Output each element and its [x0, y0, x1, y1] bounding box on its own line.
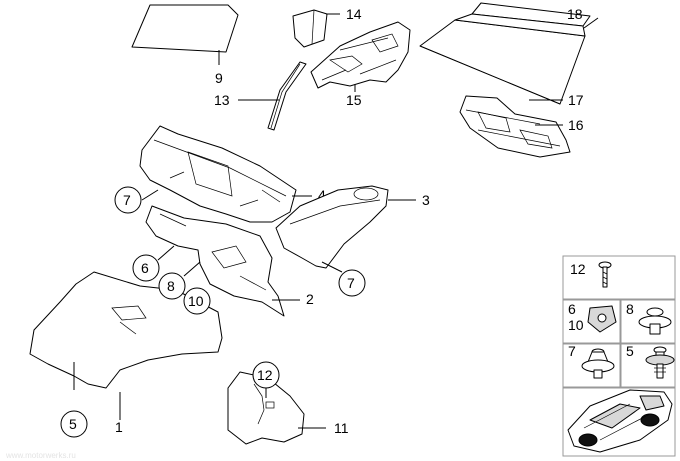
callout-9: 9 — [215, 70, 223, 86]
svg-text:8: 8 — [167, 278, 175, 294]
part-15-insulation: 15 — [310, 21, 411, 108]
callout-18: 18 — [567, 6, 583, 22]
part-1-floor-mat: 1 — [29, 271, 223, 435]
callout-15: 15 — [346, 92, 362, 108]
svg-text:7: 7 — [568, 343, 576, 359]
push-clip-icon — [638, 307, 672, 335]
callout-4: 4 — [318, 187, 326, 203]
svg-text:10: 10 — [568, 317, 584, 333]
callout-14: 14 — [346, 6, 362, 22]
expansion-rivet-icon — [581, 348, 615, 379]
part-11-arch: 11 — [227, 371, 349, 445]
callout-6: 6 — [132, 245, 175, 282]
fastener-cell-12 — [562, 255, 676, 300]
car-location-icon — [567, 389, 673, 453]
part-9-pad: 9 — [131, 4, 239, 86]
part-2-firewall: 2 — [145, 205, 314, 317]
svg-text:5: 5 — [626, 343, 634, 359]
callout-2: 2 — [306, 291, 314, 307]
svg-text:12: 12 — [570, 261, 586, 277]
svg-text:6: 6 — [141, 260, 149, 276]
callout-13: 13 — [214, 92, 230, 108]
watermark-text: www.motorwerks.ru — [5, 451, 76, 460]
fastener-panel: 12 6 10 8 7 5 — [562, 255, 676, 457]
part-3-tunnel: 3 — [275, 185, 430, 269]
part-18-17-roof-liner: 18 17 — [419, 2, 599, 108]
callout-11: 11 — [334, 420, 349, 436]
clip-nut-icon — [587, 305, 617, 333]
svg-text:5: 5 — [69, 416, 77, 432]
callout-1: 1 — [115, 419, 123, 435]
callout-7-left: 7 — [114, 186, 159, 214]
callout-3: 3 — [422, 192, 430, 208]
svg-text:12: 12 — [257, 367, 273, 383]
callout-12: 12 — [252, 361, 280, 389]
part-16-deck: 16 — [459, 95, 584, 158]
svg-text:7: 7 — [347, 275, 355, 291]
part-13-strip: 13 — [214, 61, 307, 131]
callout-10: 10 — [183, 287, 211, 315]
screw-icon — [598, 261, 612, 288]
fir-tree-clip-icon — [645, 346, 675, 379]
callout-17: 17 — [568, 92, 584, 108]
svg-text:10: 10 — [188, 293, 204, 309]
callout-16: 16 — [568, 117, 584, 133]
svg-text:7: 7 — [123, 192, 131, 208]
callout-5: 5 — [60, 410, 88, 438]
part-4-bulkhead: 4 — [139, 125, 326, 223]
part-14-block: 14 — [292, 6, 362, 48]
callout-8: 8 — [158, 261, 201, 300]
svg-text:6: 6 — [568, 301, 576, 317]
callout-7-right: 7 — [321, 261, 366, 297]
svg-text:8: 8 — [626, 301, 634, 317]
